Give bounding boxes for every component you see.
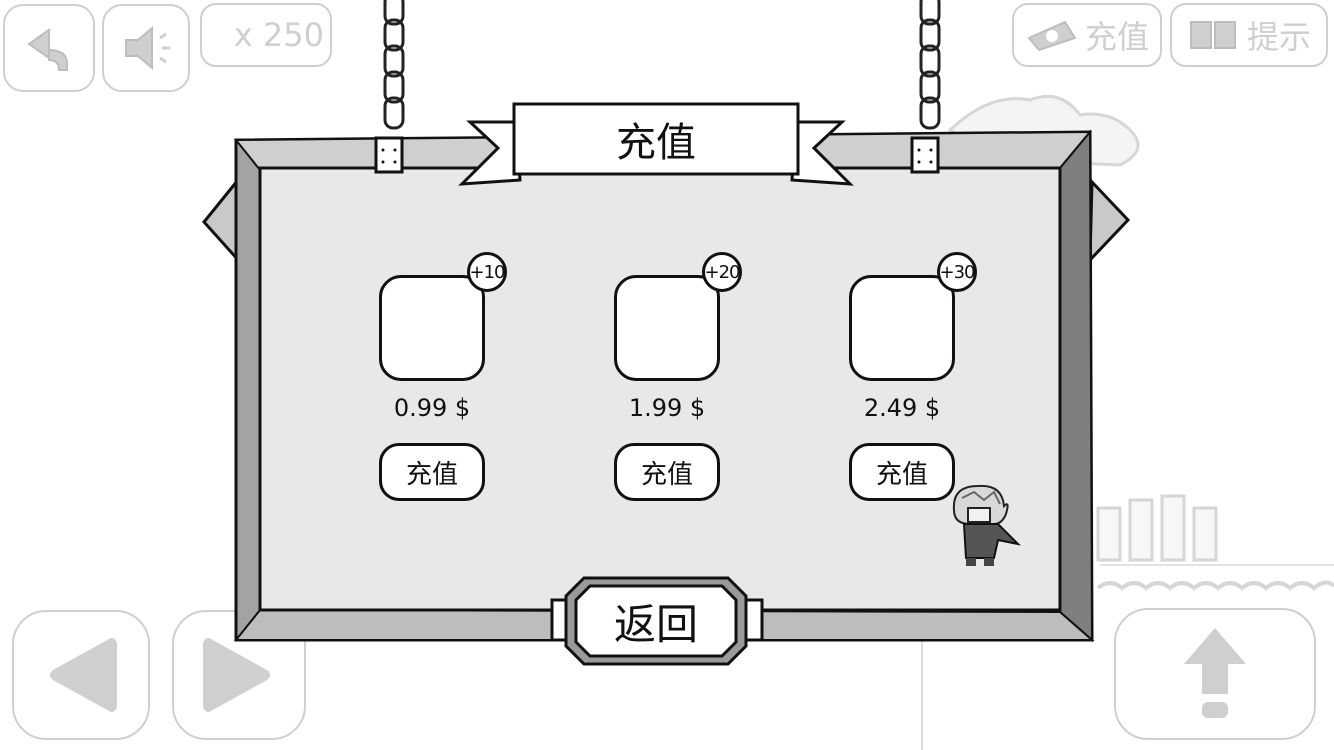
sound-button[interactable]	[102, 4, 190, 92]
undo-arrow-icon	[27, 28, 68, 71]
tier-1-price: 0.99 $	[393, 394, 471, 422]
tier-3-price: 2.49 $	[863, 394, 941, 422]
left-arrow-icon	[50, 638, 117, 712]
money-icon	[1027, 20, 1077, 52]
speaker-icon	[125, 25, 170, 71]
tier-2-image	[614, 275, 720, 381]
tier-2-bonus-badge: +20	[702, 252, 742, 292]
coin-counter: x 250	[200, 3, 332, 67]
recharge-hud-label: 充值	[1084, 18, 1149, 56]
player-character	[952, 484, 1022, 566]
up-arrow-icon	[1184, 628, 1246, 718]
hanging-chains	[383, 0, 941, 130]
tier-2-price: 1.99 $	[628, 394, 706, 422]
tier-3-bonus-badge: +30	[937, 252, 977, 292]
undo-button[interactable]	[3, 4, 95, 92]
back-button[interactable]: 返回	[613, 599, 698, 649]
tier-3-recharge-button[interactable]: 充值	[849, 443, 955, 501]
hint-label: 提示	[1246, 18, 1311, 56]
book-icon	[1189, 21, 1236, 49]
right-arrow-icon	[203, 638, 270, 712]
tier-1-bonus-badge: +10	[467, 252, 507, 292]
tier-2-recharge-button[interactable]: 充值	[614, 443, 720, 501]
move-left-button[interactable]	[12, 610, 150, 740]
tier-1-recharge-button[interactable]: 充值	[379, 443, 485, 501]
recharge-hud-button[interactable]: 充值	[1012, 3, 1162, 67]
jump-button[interactable]	[1114, 608, 1316, 740]
hint-button[interactable]: 提示	[1170, 3, 1328, 67]
tier-3-image	[849, 275, 955, 381]
tier-1-image	[379, 275, 485, 381]
coin-count: x 250	[233, 16, 324, 54]
dialog-title: 充值	[616, 120, 696, 166]
